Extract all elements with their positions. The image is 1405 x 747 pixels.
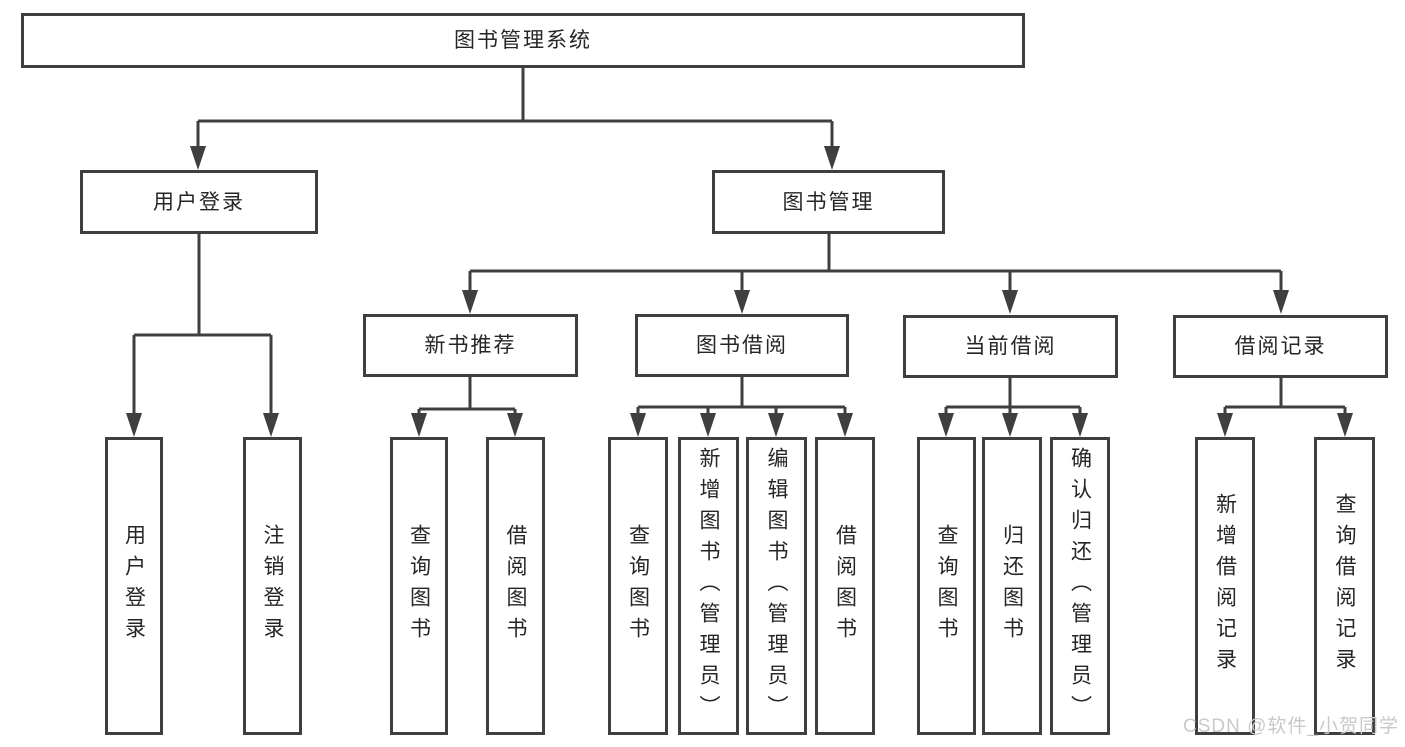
node-current-borrow: 当前借阅 <box>903 315 1118 378</box>
leaf-newbook-query: 查询图书 <box>390 437 448 735</box>
node-new-book-recommend: 新书推荐 <box>363 314 578 377</box>
leaf-records-query: 查询借阅记录 <box>1314 437 1375 735</box>
leaf-current-query: 查询图书 <box>917 437 976 735</box>
leaf-user-login: 用户登录 <box>105 437 163 735</box>
leaf-current-confirm-admin: 确认归还（管理员） <box>1050 437 1110 735</box>
node-user-login: 用户登录 <box>80 170 318 234</box>
node-library-system: 图书管理系统 <box>21 13 1025 68</box>
leaf-borrow-borrow: 借阅图书 <box>815 437 875 735</box>
node-book-borrow: 图书借阅 <box>635 314 849 377</box>
watermark: CSDN @软件_小贺同学 <box>1183 716 1399 737</box>
leaf-records-add: 新增借阅记录 <box>1195 437 1255 735</box>
leaf-current-return: 归还图书 <box>982 437 1042 735</box>
leaf-borrow-edit-admin: 编辑图书（管理员） <box>746 437 807 735</box>
leaf-newbook-borrow: 借阅图书 <box>486 437 545 735</box>
node-borrow-records: 借阅记录 <box>1173 315 1388 378</box>
leaf-borrow-query: 查询图书 <box>608 437 668 735</box>
node-book-management: 图书管理 <box>712 170 945 234</box>
leaf-borrow-add-admin: 新增图书（管理员） <box>678 437 739 735</box>
leaf-logout: 注销登录 <box>243 437 302 735</box>
